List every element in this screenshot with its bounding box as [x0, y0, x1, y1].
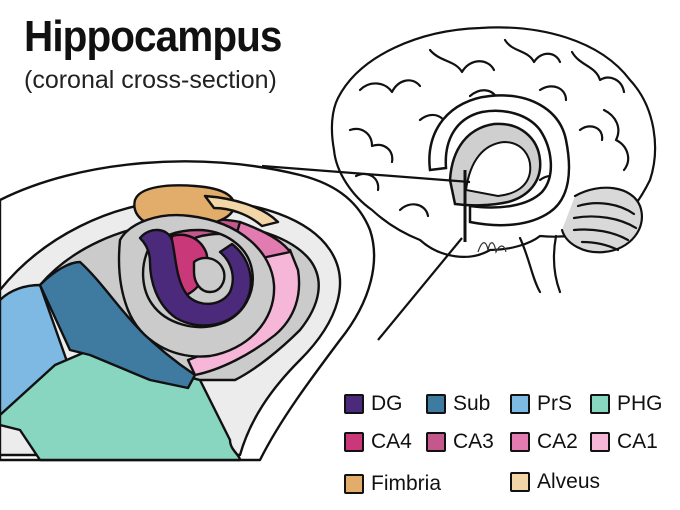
artist-signature — [477, 242, 507, 254]
legend-item-fimbria: Fimbria — [344, 472, 441, 496]
cross-section — [0, 160, 376, 462]
connector-lines — [261, 164, 471, 341]
legend-swatch-alveus — [510, 472, 530, 492]
legend-label-ca3: CA3 — [453, 430, 494, 453]
legend-label-sub: Sub — [453, 392, 491, 415]
brain-hippocampus-highlight — [428, 94, 571, 242]
legend-label-ca4: CA4 — [371, 430, 412, 453]
legend-swatch-fimbria — [344, 474, 364, 494]
legend-label-fimbria: Fimbria — [371, 472, 442, 495]
legend-label-phg: PHG — [617, 392, 663, 415]
legend-swatch-sub — [426, 394, 446, 414]
legend-label-prs: PrS — [537, 392, 573, 415]
legend-label-ca1: CA1 — [617, 430, 658, 453]
legend-item-prs: PrS — [510, 392, 572, 416]
legend-swatch-ca4 — [344, 432, 364, 452]
legend-item-ca3: CA3 — [426, 430, 494, 454]
legend-swatch-dg — [344, 394, 364, 414]
legend-swatch-ca2 — [510, 432, 530, 452]
legend-label-dg: DG — [371, 392, 403, 415]
legend-swatch-phg — [590, 394, 610, 414]
legend-item-ca1: CA1 — [590, 430, 658, 454]
diagram-subtitle: (coronal cross-section) — [24, 66, 277, 94]
diagram-title: Hippocampus — [24, 12, 282, 61]
legend-item-phg: PHG — [590, 392, 663, 416]
legend-item-ca4: CA4 — [344, 430, 412, 454]
legend-label-alveus: Alveus — [537, 470, 601, 493]
legend-swatch-prs — [510, 394, 530, 414]
legend-item-ca2: CA2 — [510, 430, 578, 454]
legend-swatch-ca1 — [590, 432, 610, 452]
legend-swatch-ca3 — [426, 432, 446, 452]
legend-label-ca2: CA2 — [537, 430, 578, 453]
legend-item-dg: DG — [344, 392, 403, 416]
legend-item-sub: Sub — [426, 392, 490, 416]
legend-item-alveus: Alveus — [510, 470, 600, 494]
